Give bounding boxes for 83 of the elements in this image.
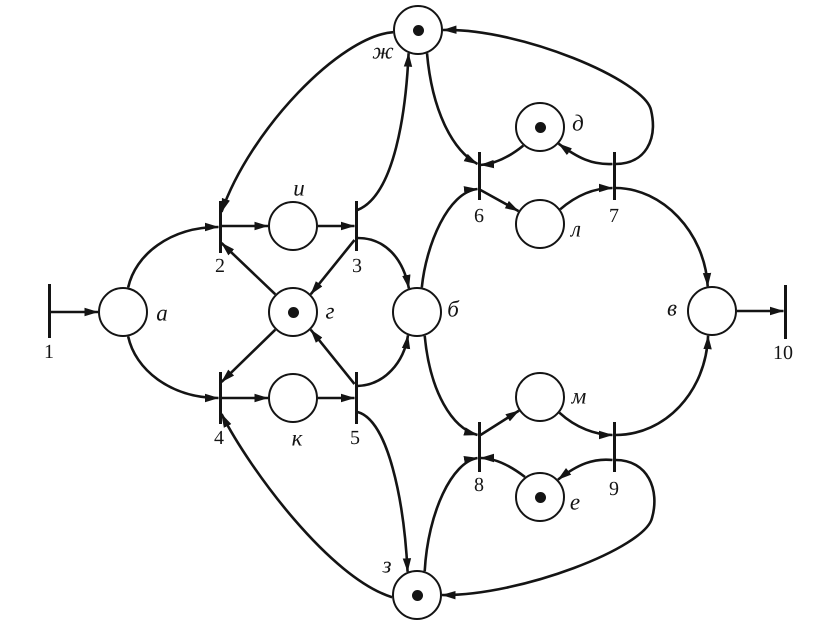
transition-label: 6	[474, 206, 484, 226]
place-label: к	[292, 426, 302, 450]
place-circle	[393, 5, 443, 55]
place-circle	[515, 372, 565, 422]
place-label: а	[156, 302, 168, 324]
place-label: г	[326, 300, 334, 322]
arrow	[615, 186, 710, 287]
arrow	[356, 410, 411, 572]
arrow	[220, 30, 394, 212]
arrow	[220, 328, 276, 383]
arrow	[442, 26, 654, 166]
token-dot-icon	[534, 122, 546, 132]
transition-bar	[218, 372, 222, 424]
transition-label: 3	[352, 256, 362, 276]
place-circle	[515, 472, 565, 522]
transition-bar	[478, 152, 480, 200]
place-circle	[268, 201, 318, 251]
transition-bar	[48, 284, 50, 338]
arrow	[480, 454, 526, 478]
place-label: в	[667, 296, 677, 320]
place-label: л	[570, 218, 582, 240]
arrow	[318, 394, 355, 402]
transition-bar	[218, 201, 222, 253]
arrow	[357, 334, 410, 388]
transition-label: 10	[773, 343, 793, 363]
place-circle	[515, 102, 565, 152]
place-label: и	[293, 176, 305, 200]
transition-label: 8	[474, 475, 484, 495]
arrow	[356, 52, 412, 212]
arrow	[220, 242, 276, 296]
arrow	[50, 308, 98, 316]
place-label: м	[572, 384, 586, 408]
transition-bar	[478, 422, 480, 472]
arrow	[222, 222, 268, 230]
transition-label: 9	[609, 479, 619, 499]
place-label: з	[382, 554, 392, 576]
token-dot-icon	[412, 24, 424, 36]
arrow	[442, 458, 656, 599]
place-circle	[392, 287, 442, 337]
arrow	[420, 188, 478, 288]
transition-bar	[612, 422, 616, 472]
arrow	[318, 222, 355, 230]
arrow	[357, 236, 410, 289]
place-label: е	[570, 490, 580, 514]
arrow	[615, 335, 711, 436]
arrow	[222, 394, 268, 402]
token-dot-icon	[534, 492, 546, 502]
arrow	[737, 306, 784, 316]
arrow	[310, 328, 356, 385]
place-circle	[392, 570, 442, 620]
place-circle	[268, 287, 318, 337]
arrow	[559, 184, 613, 210]
place-circle	[268, 373, 318, 423]
transition-label: 7	[609, 206, 619, 226]
arrow	[557, 458, 613, 481]
place-label: д	[572, 112, 584, 134]
transition-label: 4	[214, 428, 224, 448]
transition-label: 2	[215, 256, 225, 276]
arrow	[480, 188, 520, 212]
token-dot-icon	[288, 306, 298, 318]
arrow	[558, 142, 613, 166]
arrow	[220, 413, 393, 598]
place-circle	[687, 286, 737, 336]
arrow	[423, 456, 478, 572]
arrow	[480, 144, 524, 168]
arrow	[558, 412, 613, 439]
place-circle	[98, 287, 148, 337]
transition-bar	[354, 372, 358, 424]
transition-label: 5	[350, 428, 360, 448]
token-dot-icon	[412, 590, 422, 600]
place-label: ж	[372, 40, 394, 62]
arrow	[426, 53, 478, 166]
arrow	[310, 239, 356, 296]
transition-bar	[354, 201, 358, 251]
place-circle	[515, 199, 565, 249]
arrow	[423, 336, 478, 436]
arrow	[126, 223, 219, 288]
transition-bar	[612, 152, 616, 200]
transition-label: 1	[44, 342, 54, 362]
arrow	[126, 336, 219, 402]
place-label: б	[447, 298, 459, 320]
transition-bar	[784, 285, 786, 339]
arrow	[480, 410, 520, 436]
